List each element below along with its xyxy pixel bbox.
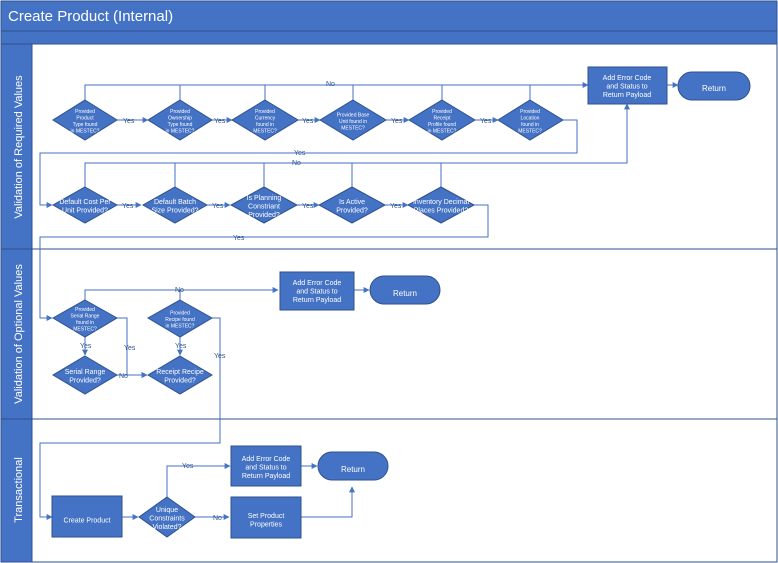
- label-no-2: No: [292, 160, 301, 167]
- terminal-return-2: [369, 275, 441, 305]
- label-yes-9: Yes: [302, 203, 314, 210]
- label-yes-8: Yes: [212, 203, 224, 210]
- edge-r2-no: [84, 103, 630, 187]
- diagram-title: Create Product (Internal): [8, 8, 173, 25]
- decision-batch-size: [141, 186, 209, 224]
- edge-opt-to-trans: [39, 317, 221, 520]
- lane-optional-band: [0, 248, 33, 420]
- process-create-product: [51, 495, 123, 538]
- edge-opt-serial-found-no: [84, 287, 279, 300]
- label-yes-1: Yes: [123, 118, 135, 125]
- label-yes-5: Yes: [480, 118, 492, 125]
- edge-r1-no: [84, 82, 589, 100]
- label-yes-13: Yes: [124, 345, 136, 352]
- decision-recipe-found: [147, 299, 213, 338]
- label-yes-11: Yes: [233, 235, 245, 242]
- decision-unique-constraints: [138, 496, 196, 538]
- decision-planning: [229, 186, 299, 224]
- decision-serial-range: [52, 355, 118, 395]
- label-no-1: No: [326, 81, 335, 88]
- terminal-return-3: [317, 451, 389, 481]
- lane-label-optional: Validation of Optional Values: [13, 264, 25, 404]
- decision-active: [317, 186, 387, 224]
- process-error-1: [587, 66, 668, 105]
- decision-receipt-recipe: [147, 355, 213, 395]
- label-yes-10: Yes: [390, 203, 402, 210]
- lane-label-transactional: Transactional: [13, 457, 25, 523]
- label-no-3: No: [175, 287, 184, 294]
- decision-base-unit: [319, 99, 387, 141]
- decision-location: [497, 99, 564, 141]
- decision-cost-per-unit: [51, 186, 119, 224]
- label-yes-6: Yes: [294, 150, 306, 157]
- label-yes-3: Yes: [302, 118, 314, 125]
- terminal-return-1: [677, 71, 751, 101]
- edge-r2-to-opt: [39, 204, 489, 321]
- lane-required-band: [0, 43, 33, 250]
- label-yes-16: Yes: [182, 463, 194, 470]
- node-label-t-return-2: Return: [393, 289, 417, 298]
- process-error-3: [230, 445, 302, 487]
- edge-props-return: [301, 486, 355, 518]
- label-yes-7: Yes: [122, 203, 134, 210]
- process-set-properties: [230, 496, 302, 539]
- node-label-p-create-product: Create Product: [63, 517, 110, 524]
- decision-receipt-profile: [408, 99, 476, 141]
- label-yes-15: Yes: [214, 353, 226, 360]
- label-yes-2: Yes: [214, 118, 226, 125]
- lane-label-required: Validation of Required Values: [13, 75, 25, 219]
- label-yes-12: Yes: [80, 343, 92, 350]
- label-no-5: No: [213, 515, 222, 522]
- edge-unique-yes: [166, 463, 231, 497]
- decision-product-type: [52, 99, 118, 141]
- decision-currency: [231, 99, 299, 141]
- label-yes-4: Yes: [391, 118, 403, 125]
- decision-ownership-type: [147, 99, 213, 141]
- node-label-t-return-1: Return: [702, 84, 726, 93]
- lane-transactional-band: [0, 418, 33, 563]
- node-label-t-return-3: Return: [341, 465, 365, 474]
- decision-serial-range-found: [52, 299, 118, 338]
- edge-r1-to-r2: [39, 119, 578, 208]
- label-no-4: No: [119, 373, 128, 380]
- decision-inventory: [406, 186, 476, 224]
- title-bar: [0, 0, 778, 32]
- pool-header-strip: [0, 30, 778, 45]
- label-yes-14: Yes: [175, 343, 187, 350]
- process-error-2: [279, 271, 355, 311]
